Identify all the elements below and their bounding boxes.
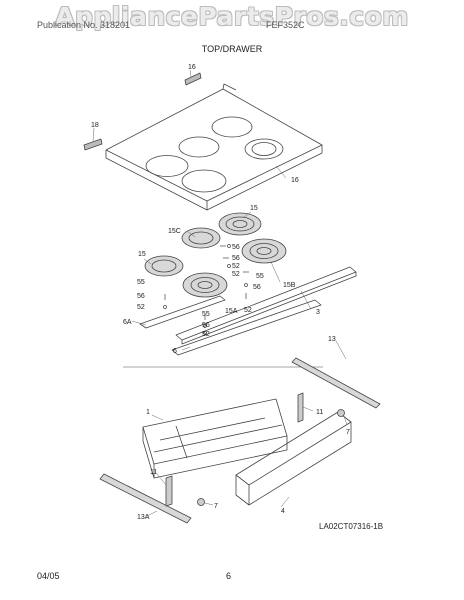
section-title: TOP/DRAWER	[201, 44, 263, 54]
hinge-bracket	[83, 138, 103, 151]
callout-label: 16	[188, 64, 196, 71]
storage-drawer	[142, 398, 288, 479]
publication-number: Publication No. 318201	[37, 20, 131, 30]
element-support-rail	[171, 299, 322, 356]
callout-label: 15C	[168, 228, 181, 235]
cooktop-top	[105, 83, 323, 211]
callout-label: 11	[150, 469, 157, 476]
callout-label: 55	[202, 311, 210, 318]
surface-element	[144, 255, 184, 277]
callout-label: 15	[250, 205, 258, 212]
callout-label: 55	[256, 273, 264, 280]
surface-element	[182, 272, 228, 298]
callout-label: 15B	[283, 282, 296, 289]
callout-label: 18	[91, 122, 99, 129]
callout-label: 52	[137, 304, 145, 311]
footer-page-number: 6	[226, 571, 232, 581]
drawer-front-panel	[235, 411, 352, 486]
drawer-slide	[165, 475, 173, 507]
watermark: AppliancePartsPros.com	[55, 2, 409, 31]
element-support-rail	[139, 295, 226, 329]
callout-label: 56	[253, 284, 261, 291]
hinge-bracket	[184, 72, 202, 86]
surface-element	[241, 238, 287, 264]
drawer-roller	[337, 409, 345, 417]
drawer-slide	[297, 392, 304, 423]
drawing-reference-number: LA02CT07316-1B	[319, 522, 384, 531]
callout-label: 15A	[225, 308, 238, 315]
drawer-rail	[99, 473, 192, 524]
callout-label: 52	[202, 331, 210, 338]
callout-label: 7	[346, 429, 350, 436]
callout-label: 52	[232, 271, 240, 278]
callout-label: 56	[137, 293, 145, 300]
callout-label: 52	[244, 307, 252, 314]
model-number: FEF352C	[266, 20, 305, 30]
callout-label: 55	[137, 279, 145, 286]
callout-label: 13A	[137, 514, 150, 521]
callout-labels: 16 18 16 15 15C 56 52 15 56 52 56 55 15B…	[91, 64, 350, 521]
callout-label: 6A	[123, 319, 132, 326]
callout-label: 7	[214, 503, 218, 510]
callout-label: 56	[232, 255, 240, 262]
callout-label: 56	[232, 244, 240, 251]
callout-label: 15	[138, 251, 146, 258]
callout-label: 52	[232, 263, 240, 270]
callout-label: 4	[281, 508, 285, 515]
callout-label: 13	[328, 336, 336, 343]
callout-label: 16	[291, 177, 299, 184]
callout-label: 3	[316, 309, 320, 316]
callout-label: 6	[173, 348, 177, 355]
callout-label: 56	[202, 322, 210, 329]
footer-date: 04/05	[37, 571, 60, 581]
drawer-rail	[291, 357, 381, 409]
surface-element	[218, 212, 262, 236]
drawer-roller	[197, 498, 205, 506]
callout-label: 1	[146, 409, 150, 416]
surface-element	[181, 227, 221, 249]
callout-label: 11	[316, 409, 323, 416]
